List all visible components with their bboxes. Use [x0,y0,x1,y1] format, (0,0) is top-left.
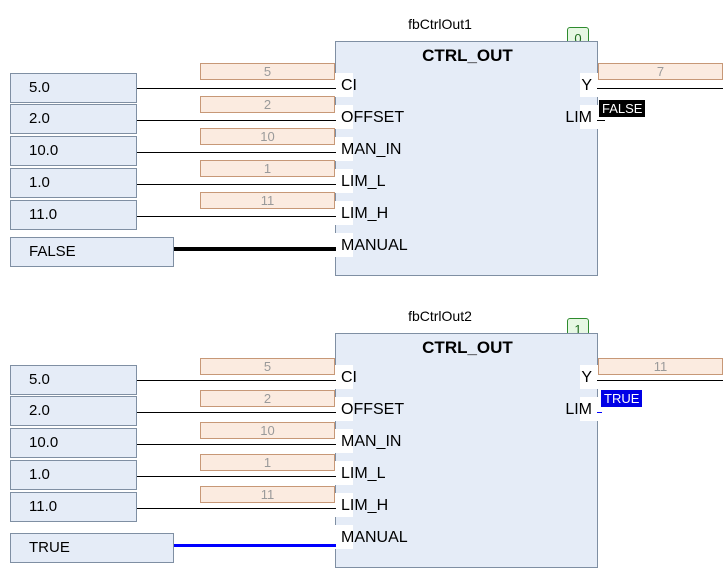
wire-lim-h [137,508,336,509]
wire-lim-h [137,216,336,217]
monitor-man-in: 10 [200,422,335,439]
pin-ci: CI [341,77,357,94]
input-man-in[interactable]: 10.0 [10,428,137,458]
input-manual[interactable]: TRUE [10,533,174,563]
pin-ci: CI [341,369,357,386]
wire-ci [137,88,336,89]
input-lim-h[interactable]: 11.0 [10,492,137,522]
function-block[interactable]: CTRL_OUT CI OFFSET MAN_IN LIM_L LIM_H MA… [335,333,598,568]
pin-manual: MANUAL [341,529,408,546]
monitor-offset: 2 [200,390,335,407]
pin-offset: OFFSET [341,109,405,126]
block-type-title: CTRL_OUT [422,338,513,357]
pin-y: Y [581,369,592,386]
pin-man-in: MAN_IN [341,141,402,158]
monitor-offset: 2 [200,96,335,113]
wire-man-in [137,152,336,153]
pin-lim: LIM [565,109,592,126]
monitor-lim-l: 1 [200,160,335,177]
monitor-lim: TRUE [601,390,643,407]
input-offset[interactable]: 2.0 [10,396,137,426]
input-lim-l[interactable]: 1.0 [10,168,137,198]
pin-lim-h: LIM_H [341,497,389,514]
instance-name[interactable]: fbCtrlOut2 [408,308,472,324]
wire-y [597,88,723,89]
wire-offset [137,412,336,413]
input-ci[interactable]: 5.0 [10,365,137,395]
monitor-ci: 5 [200,63,335,80]
monitor-ci: 5 [200,358,335,375]
pin-lim-l: LIM_L [341,465,386,482]
wire-lim [597,412,602,413]
wire-manual [174,544,336,547]
pin-y: Y [581,77,592,94]
input-ci[interactable]: 5.0 [10,73,137,103]
instance-name[interactable]: fbCtrlOut1 [408,16,472,32]
monitor-lim-h: 11 [200,192,335,209]
wire-lim-l [137,476,336,477]
pin-lim-h: LIM_H [341,205,389,222]
wire-offset [137,120,336,121]
wire-manual [174,247,336,251]
block-type-title: CTRL_OUT [422,46,513,65]
pin-offset: OFFSET [341,401,405,418]
pin-manual: MANUAL [341,237,408,254]
wire-man-in [137,444,336,445]
monitor-man-in: 10 [200,128,335,145]
network-2: fbCtrlOut2 1 CTRL_OUT CI OFFSET MAN_IN L… [0,278,723,568]
pin-lim: LIM [565,401,592,418]
network-1: fbCtrlOut1 0 CTRL_OUT CI OFFSET MAN_IN L… [0,0,723,278]
wire-ci [137,380,336,381]
input-man-in[interactable]: 10.0 [10,136,137,166]
monitor-y: 7 [598,63,723,80]
monitor-lim-h: 11 [200,486,335,503]
pin-lim-l: LIM_L [341,173,386,190]
wire-y [597,380,723,381]
function-block[interactable]: CTRL_OUT CI OFFSET MAN_IN LIM_L LIM_H MA… [335,41,598,276]
pin-man-in: MAN_IN [341,433,402,450]
input-lim-l[interactable]: 1.0 [10,460,137,490]
monitor-lim-l: 1 [200,454,335,471]
input-lim-h[interactable]: 11.0 [10,200,137,230]
monitor-lim: FALSE [599,100,646,117]
input-manual[interactable]: FALSE [10,237,174,267]
wire-lim [597,120,605,121]
monitor-y: 11 [598,358,723,375]
wire-lim-l [137,184,336,185]
input-offset[interactable]: 2.0 [10,104,137,134]
